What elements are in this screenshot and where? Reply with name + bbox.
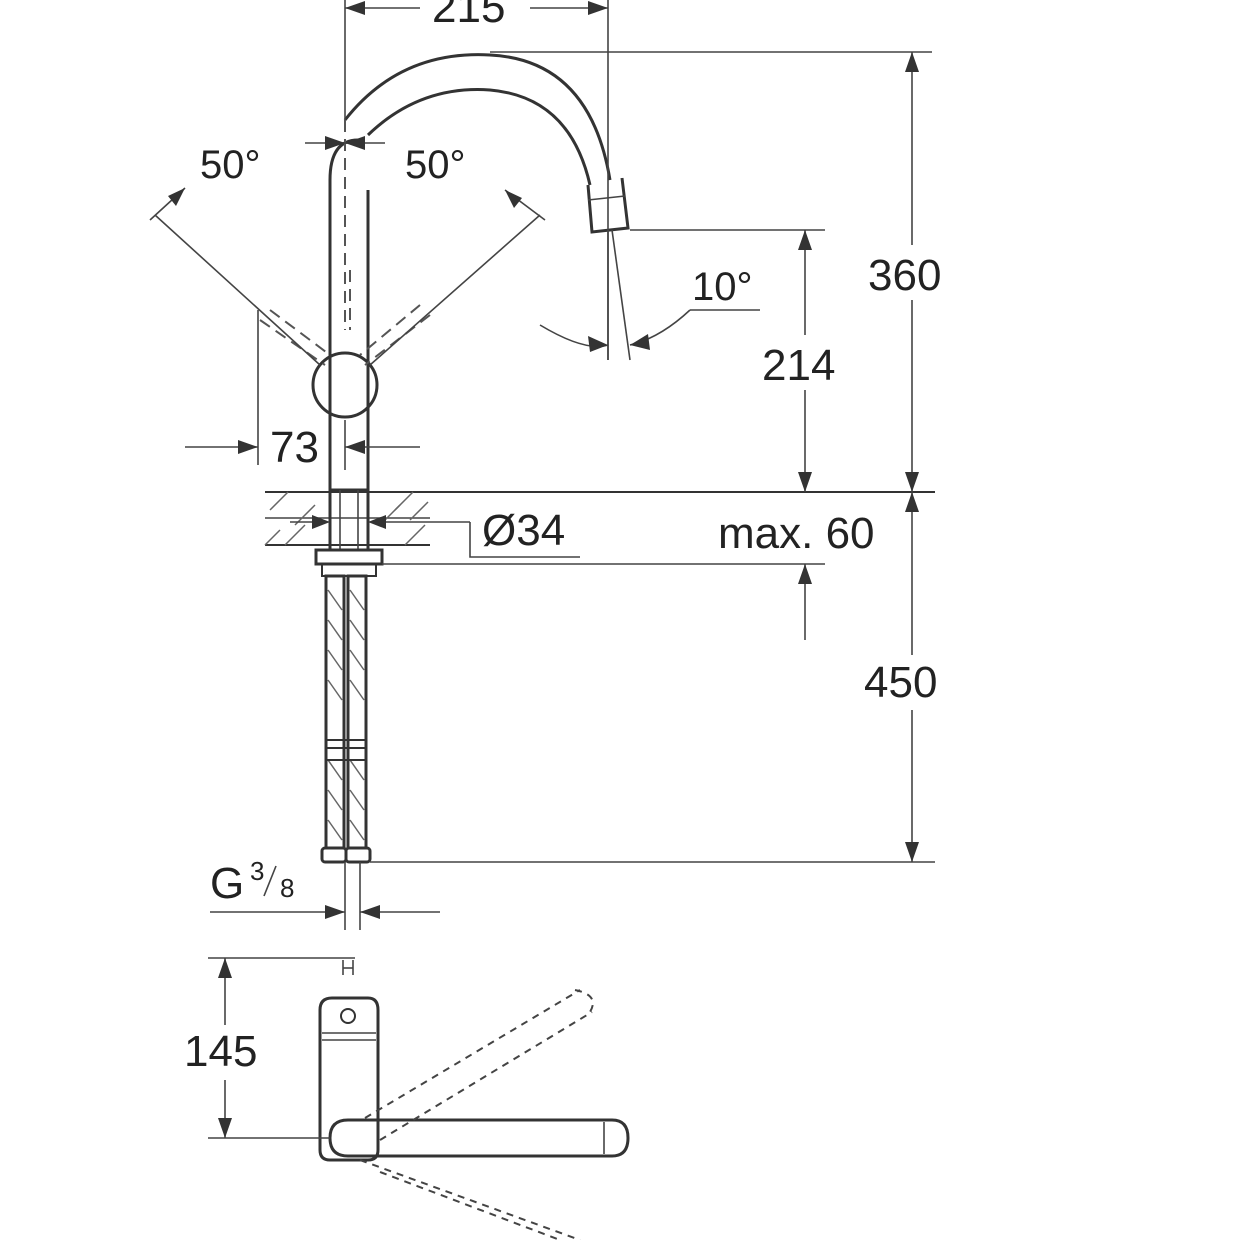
faucet-top-view (318, 960, 630, 1240)
dim-spout-reach: 215 (344, 0, 609, 360)
dim-hole-diameter-label: Ø34 (482, 506, 565, 555)
dim-handle-offset-label: 73 (270, 423, 319, 472)
dim-thread-denominator: 8 (280, 873, 294, 903)
top-view-lever-swivel-down-2 (379, 1171, 561, 1240)
swivel-left-dashed-2 (269, 309, 331, 356)
swivel-left-construction (154, 214, 321, 366)
swivel-left-arrowhead (168, 188, 185, 206)
dim-thread: G 3 8 (210, 856, 440, 919)
swivel-right-construction (369, 214, 541, 366)
dim-thread-base: G (210, 859, 244, 908)
dim-total-height-label: 360 (868, 251, 941, 300)
mounting-shank (328, 488, 370, 552)
dim-deck-thickness-label: max. 60 (718, 509, 875, 558)
hole-leader (469, 522, 580, 558)
hose-left (324, 574, 346, 850)
supply-hoses (320, 574, 372, 930)
swivel-left-dashed (259, 319, 326, 366)
dim-swivel-left-label: 50° (200, 143, 261, 187)
swivel-top-arrow-right (345, 136, 365, 150)
dim-hose-length-label: 450 (864, 658, 937, 707)
top-view-body (318, 996, 380, 1162)
dim-swivel-right-label: 50° (405, 143, 466, 187)
dim-spout-height: 214 (630, 229, 853, 492)
dim-spout-tilt-label: 10° (692, 265, 753, 309)
hose-fitting-right (344, 846, 372, 864)
aerator-line (587, 195, 626, 201)
top-view-indicator (340, 1008, 356, 1024)
top-view-lever-swivel-end (574, 989, 594, 1013)
hose-right (346, 574, 368, 850)
hole-arrow-right (368, 515, 386, 529)
dim-thread-numerator: 3 (250, 856, 264, 886)
dim-spout-tilt: 10° (539, 229, 760, 361)
spout-arch-inner (366, 88, 592, 186)
aerator (586, 177, 630, 234)
hose-fitting-left (320, 846, 348, 864)
lever-ball (311, 351, 379, 419)
top-view-lever-swivel-2 (379, 1011, 593, 1141)
faucet-side-view (149, 53, 630, 490)
mounting-washer (321, 563, 377, 577)
dim-top-view-depth-label: 145 (184, 1027, 257, 1076)
swivel-right-dashed-2 (359, 304, 421, 356)
top-view-lever-swivel-down (359, 1159, 581, 1240)
deck-mount (264, 488, 935, 577)
dim-thread-slash (263, 865, 277, 897)
hose-braid-pattern (327, 589, 365, 841)
dim-spout-height-label: 214 (762, 341, 835, 390)
top-view-lever (328, 1118, 630, 1158)
swivel-right-arrowhead (505, 190, 522, 208)
swivel-top-arrow-left (325, 136, 345, 150)
dim-deck-thickness: max. 60 (382, 492, 919, 640)
dim-handle-offset: 73 (185, 310, 420, 472)
mounting-nut (314, 548, 384, 566)
spout-arch-outer (343, 53, 612, 181)
hole-arrow-left (312, 515, 330, 529)
dim-hose-length: 450 (370, 545, 960, 863)
dim-spout-reach-label: 215 (432, 0, 505, 32)
dim-total-height: 360 (490, 51, 960, 492)
top-view-lever-swivel (364, 989, 581, 1119)
dim-top-view-depth: 145 (180, 957, 355, 1139)
